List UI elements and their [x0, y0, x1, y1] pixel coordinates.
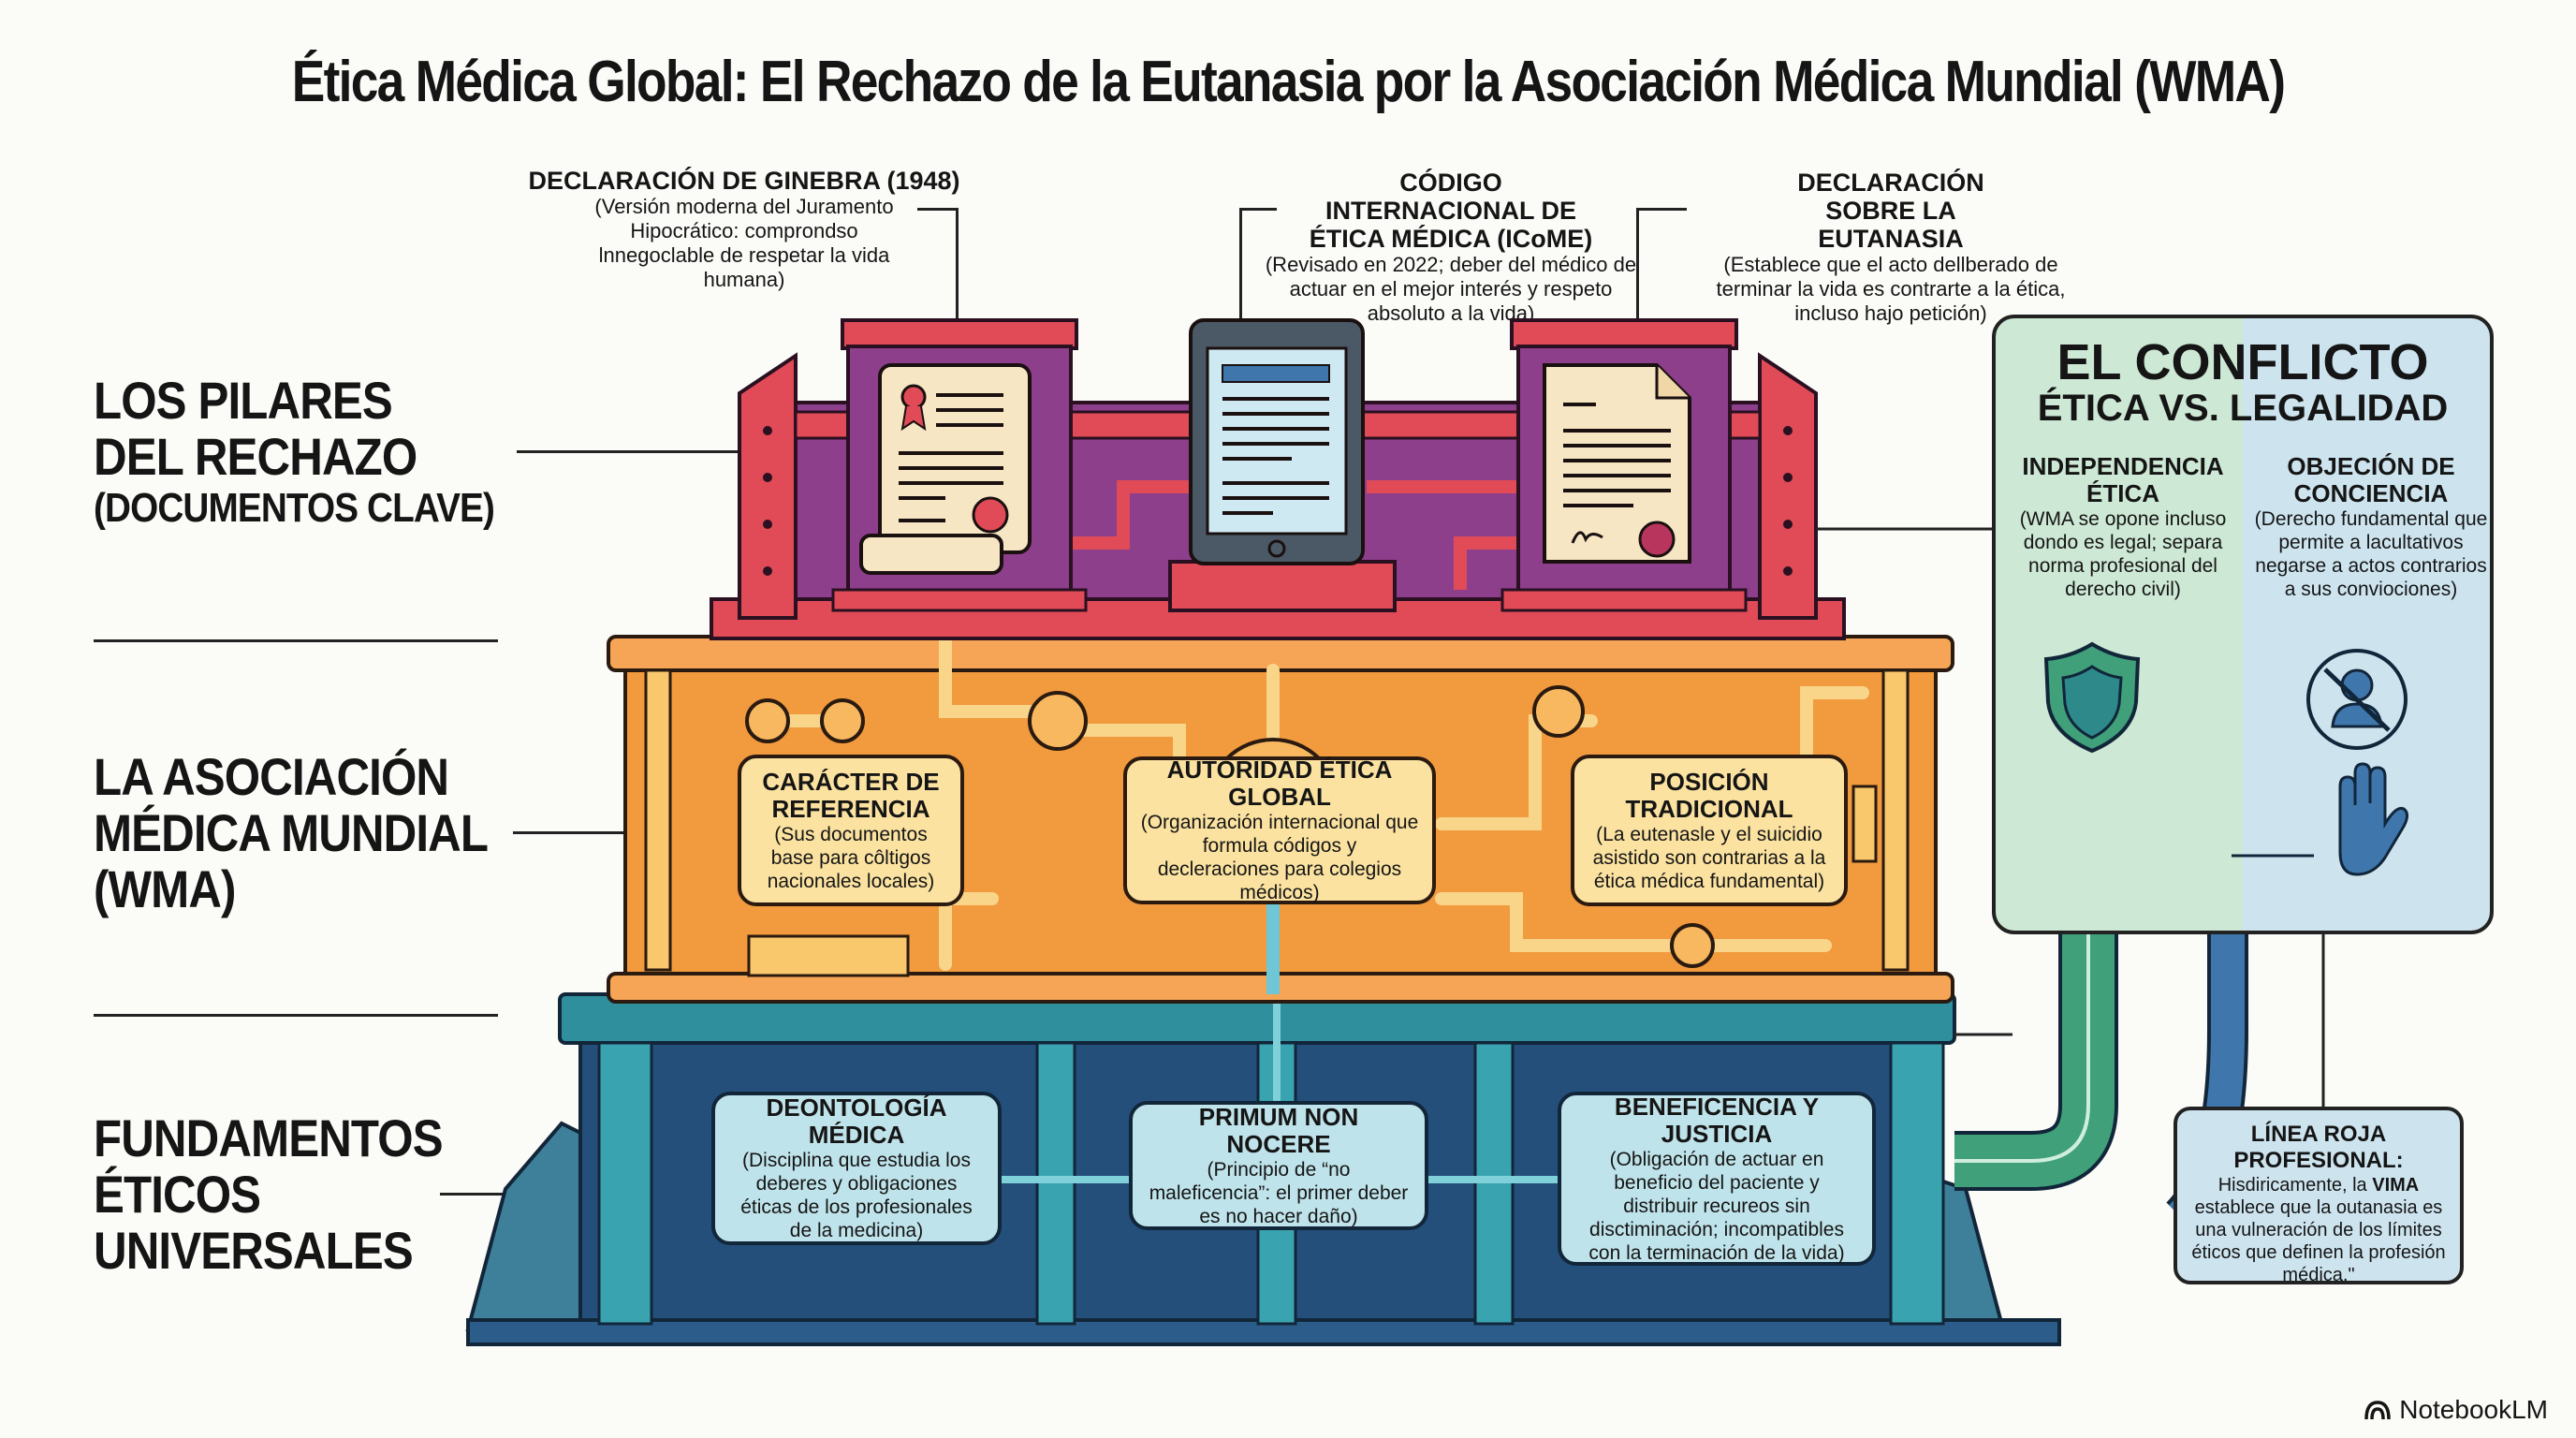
- box-heading: POSICIÓN TRADICIONAL: [1625, 767, 1793, 823]
- conflict-icons: [2043, 641, 2408, 876]
- column-detail: (WMA se opone incluso dondo es legal; se…: [2019, 508, 2227, 600]
- box-detail: (Obligación de actuar en beneficio del p…: [1588, 1148, 1845, 1264]
- left-red-wing: [738, 352, 798, 620]
- box-detail: (Organización internacional que formula …: [1140, 812, 1419, 903]
- conflict-panel: EL CONFLICTO ÉTICA VS. LEGALIDAD INDEPEN…: [1992, 315, 2494, 934]
- signed-document-icon: [1543, 363, 1691, 564]
- section-label-sub: (DOCUMENTOS CLAVE): [94, 485, 495, 531]
- box-heading: DEONTOLOGÍA MÉDICA: [766, 1093, 947, 1149]
- leader-line: [1636, 208, 1639, 320]
- box-detail: (Principio de “no maleficencia”: el prim…: [1149, 1158, 1409, 1227]
- foundation-box-beneficence-justice: BENEFICENCIA Y JUSTICIA (Obligación de a…: [1558, 1092, 1876, 1266]
- conflict-column-ethical-independence: INDEPENDENCIA ÉTICA (WMA se opone inclus…: [2007, 453, 2239, 601]
- box-detail: (Sus documentos base para côltigos nacio…: [767, 823, 935, 892]
- foundation-box-deontology: DEONTOLOGÍA MÉDICA (Disciplina que estud…: [711, 1092, 1002, 1245]
- box-heading: BENEFICENCIA Y JUSTICIA: [1614, 1092, 1820, 1148]
- section-divider: [94, 1014, 498, 1017]
- wma-top-ledge: [607, 635, 1954, 672]
- leader-line: [1239, 208, 1242, 320]
- scroll-certificate-icon: [859, 363, 1032, 575]
- wma-box-reference: CARÁCTER DE REFERENCIA (Sus documentos b…: [738, 755, 964, 906]
- red-pipes: [1067, 480, 1516, 590]
- right-red-wing: [1758, 352, 1818, 620]
- section-label-wma: LA ASOCIACIÓN MÉDICA MUNDIAL (WMA): [94, 747, 489, 918]
- conflict-subtitle: ÉTICA VS. LEGALIDAD: [2037, 388, 2449, 429]
- wma-bottom-ledge: [607, 972, 1954, 1004]
- leader-line: [917, 208, 959, 211]
- wma-pillars: [644, 668, 1910, 972]
- section-label-foundations: FUNDAMENTOS ÉTICOS UNIVERSALES: [94, 1108, 444, 1280]
- callout-detail: (Revisado en 2022; deber del médico de a…: [1265, 253, 1637, 325]
- callout-icome: CÓDIGO INTERNACIONAL DE ÉTICA MÉDICA (IC…: [1254, 169, 1647, 326]
- notebooklm-logo: NotebookLM: [2364, 1395, 2548, 1425]
- brand-name: NotebookLM: [2399, 1395, 2548, 1424]
- red-line-heading: LÍNEA ROJA PROFESIONAL:: [2233, 1122, 2404, 1173]
- tablet-stand: [1168, 560, 1397, 612]
- page-title: Ética Médica Global: El Rechazo de la Eu…: [291, 50, 2286, 114]
- tablet-icon: [1189, 318, 1365, 565]
- section-label-main: LOS PILARES DEL RECHAZO: [94, 371, 417, 486]
- column-heading: INDEPENDENCIA ÉTICA: [2022, 452, 2224, 507]
- red-line-detail-emphasis: VIMA: [2372, 1175, 2420, 1196]
- stop-hand-icon: [2338, 762, 2408, 876]
- leader-line: [956, 208, 959, 320]
- column-detail: (Derecho fundamental que permite a lacul…: [2254, 508, 2488, 600]
- red-line-detail: Hisdiricamente, la VIMA establece que la…: [2187, 1174, 2451, 1286]
- leader-line: [517, 450, 738, 453]
- section-label-pillars: LOS PILARES DEL RECHAZO (DOCUMENTOS CLAV…: [94, 371, 495, 532]
- wma-box-authority: AUTORIDAD ÉTICA GLOBAL (Organización int…: [1123, 756, 1436, 904]
- red-line-detail-text: Hisdiricamente, la: [2217, 1175, 2373, 1196]
- callout-heading: DECLARACIÓN DE GINEBRA (1948): [528, 167, 960, 195]
- wma-machinery: [747, 785, 1878, 977]
- leader-line: [1636, 208, 1687, 211]
- leader-line: [440, 1193, 543, 1196]
- callout-detail: (Establece que el acto dellberado de ter…: [1716, 253, 2066, 325]
- column-heading: OBJECIÓN DE CONCIENCIA: [2287, 452, 2455, 507]
- box-detail: (Disciplina que estudia los deberes y ob…: [740, 1150, 973, 1241]
- wma-box-traditional-position: POSICIÓN TRADICIONAL (La eutenasle y el …: [1571, 755, 1848, 906]
- conflict-title: EL CONFLICTO: [2056, 334, 2429, 390]
- shield-icon: [2043, 641, 2141, 754]
- leader-line: [1239, 208, 1277, 211]
- notebooklm-logo-icon: [2364, 1401, 2391, 1420]
- callout-geneva: DECLARACIÓN DE GINEBRA (1948) (Versión m…: [524, 167, 964, 292]
- box-heading: PRIMUM NON NOCERE: [1198, 1102, 1359, 1158]
- callout-heading: DECLARACIÓN SOBRE LA EUTANASIA: [1797, 169, 1984, 253]
- section-label-main: FUNDAMENTOS ÉTICOS UNIVERSALES: [94, 1108, 444, 1280]
- box-heading: AUTORIDAD ÉTICA GLOBAL: [1166, 756, 1393, 811]
- no-person-icon: [2306, 649, 2408, 750]
- leader-line: [513, 831, 644, 834]
- callout-heading: CÓDIGO INTERNACIONAL DE ÉTICA MÉDICA (IC…: [1309, 169, 1593, 253]
- callout-detail: (Versión moderna del Juramento Hipocráti…: [594, 195, 894, 291]
- foundation-box-primum-non-nocere: PRIMUM NON NOCERE (Principio de “no male…: [1129, 1101, 1428, 1230]
- red-line-detail-text: establece que la outanasia es una vulner…: [2191, 1197, 2446, 1285]
- callout-euthanasia-declaration: DECLARACIÓN SOBRE LA EUTANASIA (Establec…: [1685, 169, 2097, 326]
- box-heading: CARÁCTER DE REFERENCIA: [762, 767, 940, 823]
- red-line-callout: LÍNEA ROJA PROFESIONAL: Hisdiricamente, …: [2174, 1107, 2464, 1286]
- section-label-main: LA ASOCIACIÓN MÉDICA MUNDIAL (WMA): [94, 747, 489, 918]
- section-divider: [94, 639, 498, 642]
- conflict-column-conscientious-objection: OBJECIÓN DE CONCIENCIA (Derecho fundamen…: [2250, 453, 2492, 601]
- box-detail: (La eutenasle y el suicidio asistido son…: [1592, 823, 1826, 892]
